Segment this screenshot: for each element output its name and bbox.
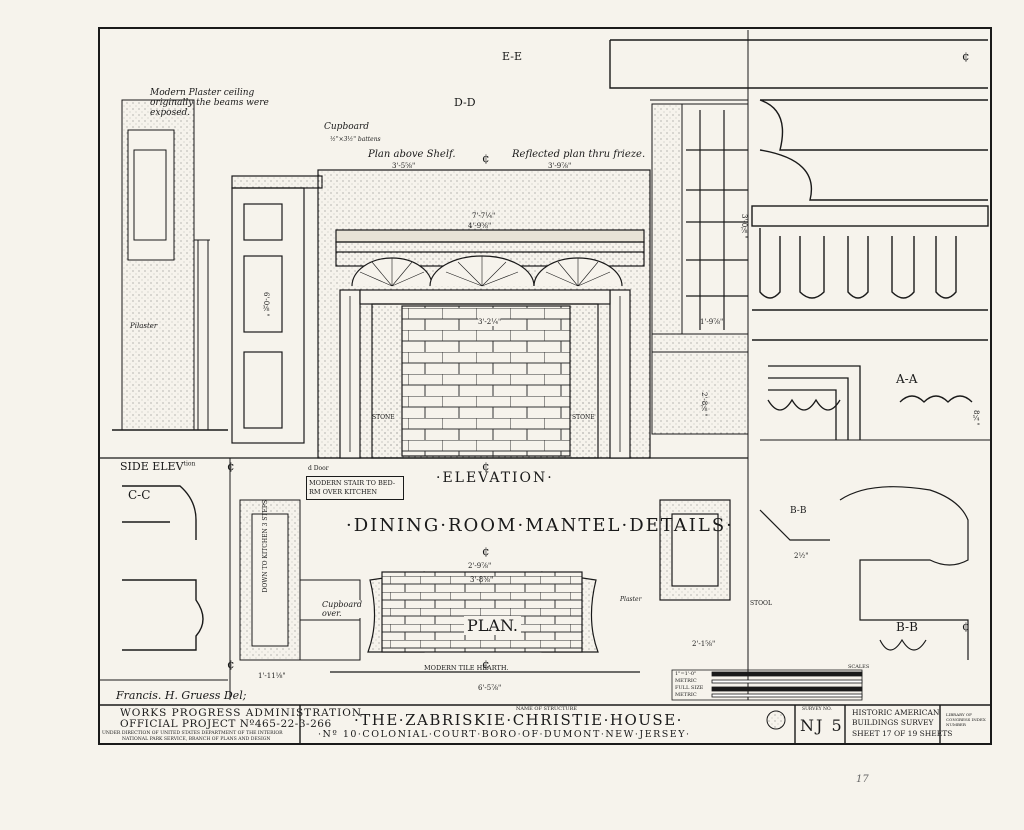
dimension: 2½" [794,552,809,560]
survey-number-label: SURVEY NO. [802,707,832,712]
hearth-plan-drawing [330,571,640,673]
cupboard-over-note: Cupboard over. [322,600,363,618]
survey-number: NJ 5 [800,716,844,735]
dimension: 6'-0⅜" [262,292,270,317]
sheet-title: ·DINING·ROOM·MANTEL·DETAILS· [346,515,734,536]
cupboard-note: Cupboard [324,122,370,132]
svg-text:¢: ¢ [482,657,490,671]
section-aa-label: A-A [896,372,918,386]
ceiling-note: Modern Plaster ceiling originally the be… [150,88,269,118]
section-cc-profile [100,485,228,681]
habs-line-1: HISTORIC AMERICAN [852,708,940,717]
dimension: 3'-5⅝" [392,162,416,170]
department-line: UNDER DIRECTION OF UNITED STATES DEPARTM… [102,731,283,736]
section-bb-label: B-B [790,506,807,516]
dimension: 2'-8⅞" [700,392,708,417]
section-cc-label: C-C [128,488,151,502]
pilaster-note: Pilaster [130,322,158,330]
mantel-shelf-plan-detail [659,486,969,660]
drawing-sheet-border [98,27,992,745]
scale-label: SCALES [848,664,870,670]
stone-note-right: STONE [572,414,595,421]
dimension: 3'-9⅞" [548,162,572,170]
section-ee-label: E-E [502,50,522,63]
svg-text:¢: ¢ [482,544,490,558]
svg-text:¢: ¢ [227,657,235,671]
plaster-note: Plaster [620,596,642,603]
title-block-lines [98,704,992,745]
kitchen-note: DOWN TO KITCHEN 3 STEPS [262,500,269,593]
scale-row: METRIC [675,692,697,698]
habs-line-2: BUILDINGS SURVEY [852,718,934,727]
scale-row: FULL SIZE [675,685,704,691]
sheet-count: SHEET 17 OF 19 SHEETS [852,729,953,738]
door-note: d Door [308,465,329,472]
dimension: 3'-0⅞" [740,214,748,239]
svg-text:¢: ¢ [962,49,970,63]
svg-text:¢: ¢ [227,459,235,473]
structure-address: ·Nº 10·COLONIAL·COURT·BORO·OF·DUMONT·NEW… [318,729,691,740]
dimension: 1'-9⅞" [700,318,724,326]
side-elevation-drawing [112,99,228,431]
battens-note: ½"×3½" battens [330,136,381,143]
scale-row: METRIC [675,678,697,684]
svg-text:¢: ¢ [962,619,970,633]
dimension: 6'-5⅞" [478,684,502,692]
dimension: 8¼" [972,410,980,426]
svg-text:¢: ¢ [482,459,490,473]
graphic-scale-bars [671,669,863,701]
dimension: 7'-7¼" [472,212,496,220]
hearth-note: MODERN TILE HEARTH. [424,664,509,672]
scale-row: 1"=1'-0" [675,671,697,677]
svg-text:¢: ¢ [482,151,490,165]
stair-note: MODERN STAIR TO BED-RM OVER KITCHEN [306,476,404,500]
section-bb-label-2: B-B [896,620,918,634]
window-elevation-drawing [651,103,749,435]
dimension: 2'-1⅝" [692,640,716,648]
mantel-elevation-drawing [317,169,651,459]
dimension: 4'-9⅜" [468,222,492,230]
page-mark: 17 [856,774,869,785]
nps-line: NATIONAL PARK SERVICE, BRANCH OF PLANS A… [122,737,271,742]
stone-note-left: STONE [372,414,395,421]
dimension: 2'-9⅞" [468,562,492,570]
plan-above-shelf-note: Plan above Shelf. [368,149,456,160]
agency-name: WORKS PROGRESS ADMINISTRATION [120,707,363,719]
draftsman-signature: Francis. H. Gruess Del; [116,689,247,702]
dimension: 3'-8⅜" [470,576,494,584]
elevation-title: ·ELEVATION· [436,470,554,486]
dimension: 3'-2¼" [478,318,502,326]
plan-title: PLAN. [464,616,522,635]
side-elevation-title: SIDE ELEVtion [120,460,196,473]
stair-plan-drawing [239,499,361,661]
structure-name: ·THE·ZABRISKIE·CHRISTIE·HOUSE· [354,711,683,729]
section-aa-profile [760,365,990,441]
library-index: LIBRARY OF CONGRESS INDEX NUMBER [946,712,986,727]
door-drawing [231,175,323,444]
stool-note: STOOL [750,600,772,607]
structure-name-label: NAME OF STRUCTURE [516,706,578,712]
dimension: 1'-11⅛" [258,672,286,680]
centerline-markers: ¢ ¢ ¢ ¢ ¢ ¢ ¢ ¢ [227,49,970,671]
project-number: OFFICIAL PROJECT Nº465-22-3-266 [120,718,332,730]
reflected-plan-note: Reflected plan thru frieze. [512,149,646,160]
cornice-profile-detail [609,39,989,341]
section-dd-label: D-D [454,96,476,109]
